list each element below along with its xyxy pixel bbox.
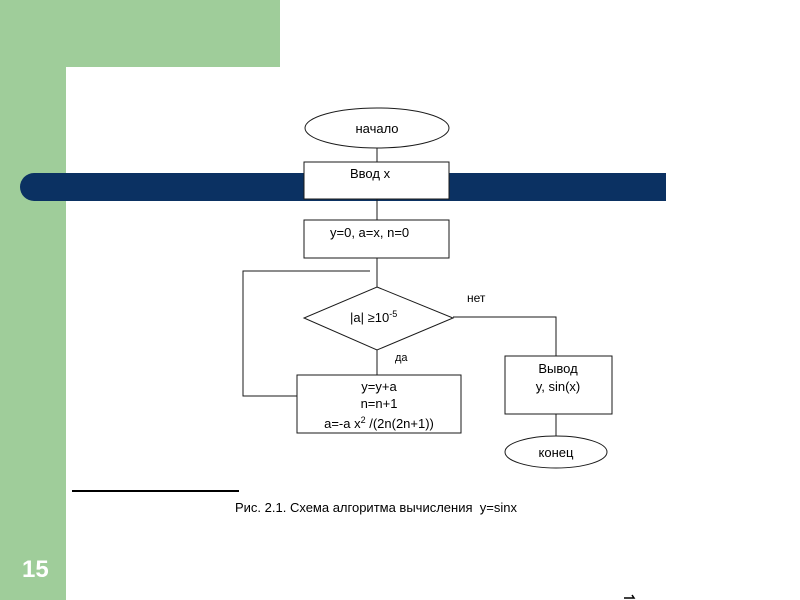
input-label: Ввод х <box>350 166 391 181</box>
slide-content-area <box>66 67 800 600</box>
start-label: начало <box>355 121 398 136</box>
loop-back-line <box>242 270 370 397</box>
condition-base: |a| ≥10 <box>350 310 389 325</box>
figure-caption: Рис. 2.1. Схема алгоритма вычисления y=s… <box>235 500 517 515</box>
output-box <box>504 355 613 415</box>
end-label: конец <box>539 445 574 460</box>
loop-line-2: n=n+1 <box>361 396 398 411</box>
start-terminator <box>304 107 450 149</box>
caption-divider <box>72 490 239 492</box>
output-line-2: y, sin(x) <box>536 379 581 394</box>
loop-body-box <box>296 374 462 434</box>
corner-arrow-icon <box>624 594 636 599</box>
condition-label: |a| ≥10-5 <box>350 309 397 325</box>
slide-number: 15 <box>22 556 49 583</box>
init-label: y=0, a=x, n=0 <box>330 225 409 240</box>
label-yes: да <box>395 352 408 364</box>
loop-line-3-after: /(2n(2n+1)) <box>366 416 434 431</box>
loop-line-3-before: a=-a x <box>324 416 361 431</box>
connector-condition-no <box>453 316 557 356</box>
input-box <box>303 161 450 200</box>
decor-green-strip <box>0 0 66 600</box>
condition-diamond <box>302 286 455 351</box>
init-box <box>303 219 450 259</box>
loop-line-1: y=y+a <box>361 379 397 394</box>
end-terminator <box>504 435 608 469</box>
condition-exponent: -5 <box>389 309 397 319</box>
loop-line-3: a=-a x2 /(2n(2n+1)) <box>324 415 434 431</box>
label-no: нет <box>467 291 486 305</box>
loop-line-3-exp: 2 <box>361 415 366 425</box>
output-line-1: Вывод <box>538 361 578 376</box>
